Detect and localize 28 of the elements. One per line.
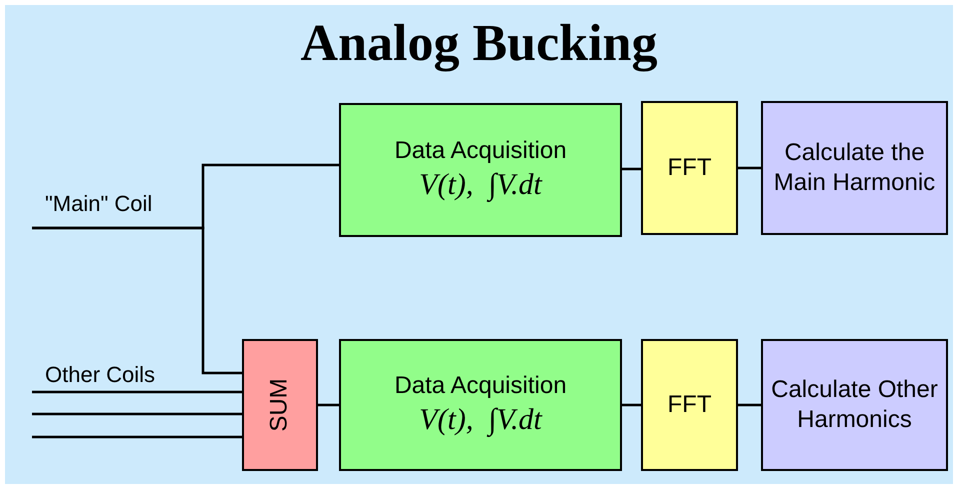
connector-line (32, 226, 242, 374)
sum-box (242, 339, 318, 471)
box-label: Data Acquisition (393, 136, 568, 166)
connector-line (622, 404, 641, 406)
process-box (339, 103, 622, 237)
title: Analog Bucking (300, 14, 658, 74)
process-box (339, 339, 622, 471)
process-box (641, 101, 738, 235)
connector-line (738, 404, 761, 406)
connector-line (32, 436, 242, 438)
process-box (761, 101, 948, 235)
box-label: Data Acquisition (393, 371, 568, 401)
connector-line (318, 404, 339, 406)
box-label: Calculate Other Harmonics (770, 375, 939, 435)
connector-line (622, 168, 641, 170)
coil-label: "Main" Coil (45, 190, 152, 218)
formula: V(t), ∫V.dt (419, 402, 542, 439)
connector-line (738, 166, 761, 170)
formula: V(t), ∫V.dt (419, 167, 542, 204)
process-box (641, 339, 738, 471)
box-label: SUM (266, 378, 294, 432)
box-label: Calculate the Main Harmonic (772, 138, 936, 198)
connector-line (32, 412, 242, 416)
box-label: FFT (666, 390, 712, 420)
coil-label: Other Coils (45, 361, 156, 389)
box-label: FFT (666, 153, 712, 183)
process-box (761, 339, 948, 471)
connector-line (32, 390, 242, 394)
